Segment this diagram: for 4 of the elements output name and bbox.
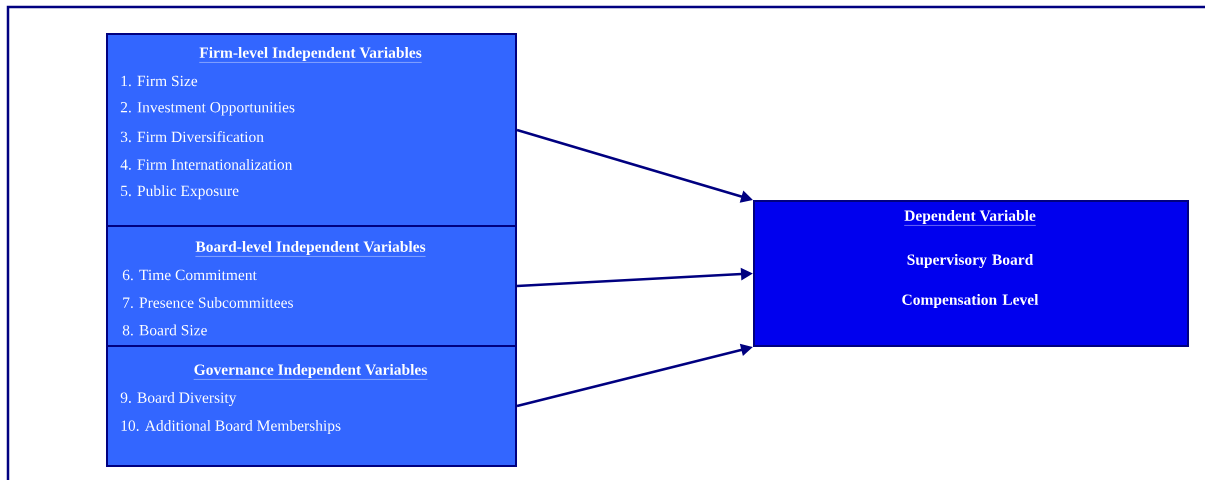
variable-box: Governance Independent Variables 9. Board Diversity 10. Additional Board Memberships — [106, 345, 517, 467]
variable-box: Board-level Independent Variables 6. Time Commitment 7. Presence Subcommittees 8. Board Size — [106, 225, 517, 347]
variable-box: Dependent Variable Supervisory Board Compensation Level — [753, 200, 1189, 347]
variable-box: Firm-level Independent Variables 1. Firm Size 2. Investment Opportunities 3. Firm Diversification 4. Firm Internationalization 5. Public Exposure — [106, 33, 517, 227]
